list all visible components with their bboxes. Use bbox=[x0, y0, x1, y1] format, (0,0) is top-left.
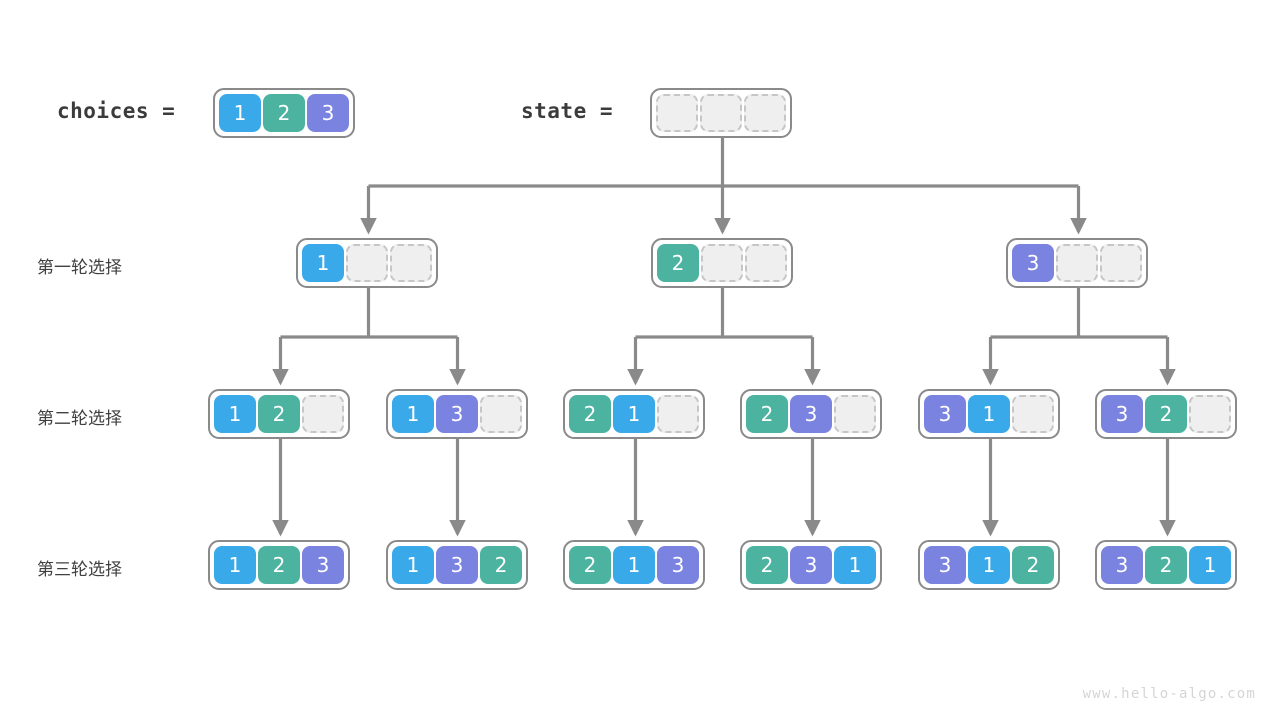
level3-node-3-cell-2: 1 bbox=[834, 546, 876, 584]
level2-node-4-cell-0: 3 bbox=[924, 395, 966, 433]
level1-node-1-cell-2 bbox=[745, 244, 787, 282]
level1-node-1-cell-0: 2 bbox=[657, 244, 699, 282]
state-cell-0 bbox=[656, 94, 698, 132]
level2-node-0-cell-1: 2 bbox=[258, 395, 300, 433]
row-label-round-2: 第二轮选择 bbox=[37, 409, 122, 429]
level1-node-2-cell-1 bbox=[1056, 244, 1098, 282]
level2-node-3-cell-1: 3 bbox=[790, 395, 832, 433]
level2-node-1-cell-1: 3 bbox=[436, 395, 478, 433]
level3-node-4-cell-0: 3 bbox=[924, 546, 966, 584]
level3-node-0-cell-0: 1 bbox=[214, 546, 256, 584]
level3-node-1-cell-1: 3 bbox=[436, 546, 478, 584]
level3-node-4-cell-1: 1 bbox=[968, 546, 1010, 584]
level1-node-0: 1 bbox=[296, 238, 438, 288]
level1-node-1-cell-1 bbox=[701, 244, 743, 282]
choices-cell-2: 3 bbox=[307, 94, 349, 132]
state-label: state = bbox=[521, 99, 614, 123]
choices-label: choices = bbox=[57, 99, 176, 123]
level2-node-0-cell-2 bbox=[302, 395, 344, 433]
level3-node-5-cell-0: 3 bbox=[1101, 546, 1143, 584]
level3-node-5-cell-1: 2 bbox=[1145, 546, 1187, 584]
level2-node-4-cell-1: 1 bbox=[968, 395, 1010, 433]
level2-node-2-cell-1: 1 bbox=[613, 395, 655, 433]
level2-node-3-cell-0: 2 bbox=[746, 395, 788, 433]
level3-node-4-cell-2: 2 bbox=[1012, 546, 1054, 584]
watermark: www.hello-algo.com bbox=[1082, 686, 1256, 702]
level3-node-1-cell-0: 1 bbox=[392, 546, 434, 584]
level1-node-0-cell-2 bbox=[390, 244, 432, 282]
choices-cell-0: 1 bbox=[219, 94, 261, 132]
level1-node-2-cell-2 bbox=[1100, 244, 1142, 282]
level2-node-2-cell-0: 2 bbox=[569, 395, 611, 433]
level3-node-3-cell-0: 2 bbox=[746, 546, 788, 584]
row-label-round-3: 第三轮选择 bbox=[37, 560, 122, 580]
state-cell-2 bbox=[744, 94, 786, 132]
level3-node-2-cell-1: 1 bbox=[613, 546, 655, 584]
level3-node-0-cell-1: 2 bbox=[258, 546, 300, 584]
level3-node-0-cell-2: 3 bbox=[302, 546, 344, 584]
level3-node-2-cell-0: 2 bbox=[569, 546, 611, 584]
level3-node-3-cell-1: 3 bbox=[790, 546, 832, 584]
level2-node-2-cell-2 bbox=[657, 395, 699, 433]
level2-node-5-cell-2 bbox=[1189, 395, 1231, 433]
level2-node-1-cell-0: 1 bbox=[392, 395, 434, 433]
level2-node-5-cell-1: 2 bbox=[1145, 395, 1187, 433]
level3-node-1-cell-2: 2 bbox=[480, 546, 522, 584]
level1-node-0-cell-0: 1 bbox=[302, 244, 344, 282]
level1-node-1: 2 bbox=[651, 238, 793, 288]
level2-node-4-cell-2 bbox=[1012, 395, 1054, 433]
level1-node-2-cell-0: 3 bbox=[1012, 244, 1054, 282]
level2-node-3-cell-2 bbox=[834, 395, 876, 433]
level1-node-0-cell-1 bbox=[346, 244, 388, 282]
level2-node-1-cell-2 bbox=[480, 395, 522, 433]
row-label-round-1: 第一轮选择 bbox=[37, 258, 122, 278]
choices-cell-1: 2 bbox=[263, 94, 305, 132]
level3-node-2-cell-2: 3 bbox=[657, 546, 699, 584]
state-cell-1 bbox=[700, 94, 742, 132]
level1-node-2: 3 bbox=[1006, 238, 1148, 288]
state-array bbox=[650, 88, 792, 138]
level3-node-5-cell-2: 1 bbox=[1189, 546, 1231, 584]
level2-node-5-cell-0: 3 bbox=[1101, 395, 1143, 433]
level2-node-0-cell-0: 1 bbox=[214, 395, 256, 433]
